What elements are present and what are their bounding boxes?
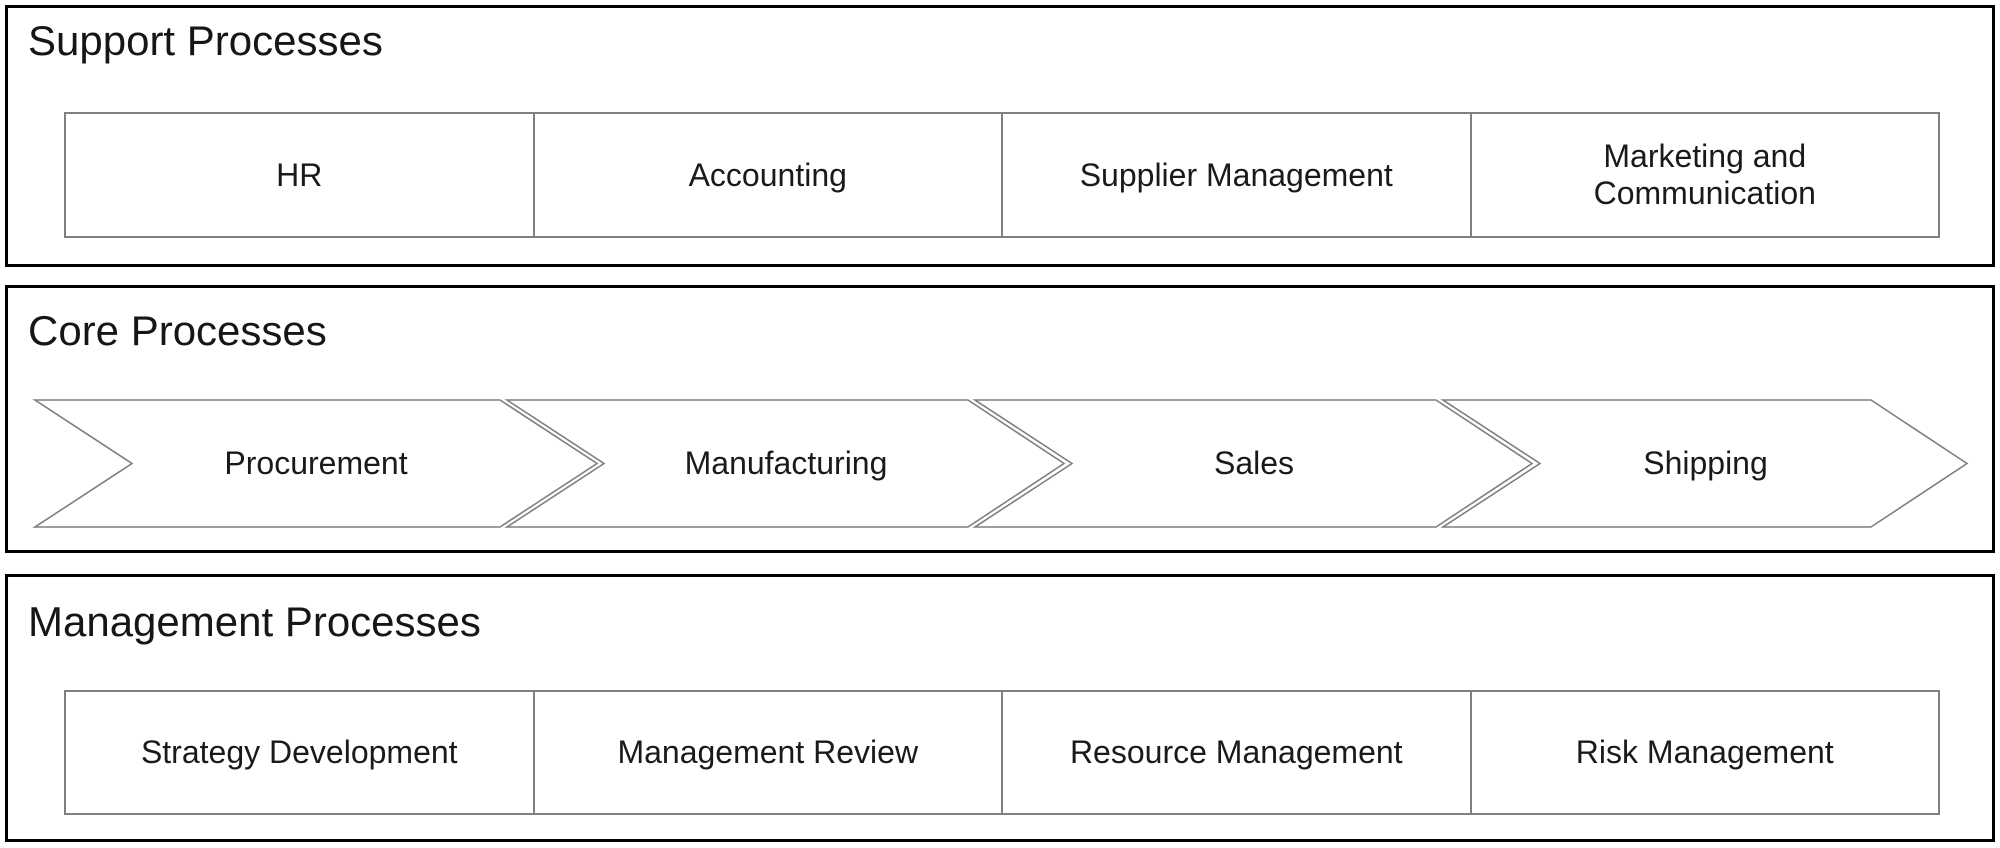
- core-step-procurement: Procurement: [224, 445, 408, 481]
- core-step-manufacturing: Manufacturing: [684, 445, 888, 481]
- management-box-label: Strategy Development: [140, 734, 458, 771]
- management-processes-title: Management Processes: [28, 598, 481, 645]
- management-processes-panel: Management Processes Strategy Developmen…: [5, 574, 1995, 842]
- management-box-label: Resource Management: [1069, 734, 1403, 771]
- support-process-row: HR Accounting Supplier Management Market…: [64, 112, 1940, 238]
- chevron-arrow-shape: [32, 399, 599, 528]
- core-step-sales: Sales: [1213, 445, 1295, 481]
- support-processes-panel: Support Processes HR Accounting Supplier…: [5, 5, 1995, 267]
- core-process-chevron-arrows: [32, 399, 1969, 528]
- management-box-resource-management: Resource Management: [1001, 692, 1470, 813]
- support-processes-title: Support Processes: [28, 17, 383, 64]
- chevron-arrow-shape: [504, 399, 1066, 528]
- management-box-label: Management Review: [617, 734, 919, 771]
- core-processes-panel: Core Processes Procurement Manufacturing…: [5, 285, 1995, 553]
- support-box-hr: HR: [66, 114, 533, 236]
- support-box-label: Marketing and Communication: [1593, 138, 1816, 211]
- support-box-accounting: Accounting: [532, 114, 1002, 236]
- chevron-arrow-shape: [972, 399, 1534, 528]
- support-box-marketing-communication: Marketing and Communication: [1469, 114, 1939, 236]
- support-box-supplier-management: Supplier Management: [1001, 114, 1470, 236]
- core-processes-title: Core Processes: [28, 307, 327, 354]
- support-box-label: Accounting: [688, 156, 847, 193]
- management-box-strategy-development: Strategy Development: [66, 692, 533, 813]
- management-box-management-review: Management Review: [532, 692, 1002, 813]
- core-step-shipping: Shipping: [1643, 445, 1768, 481]
- management-box-risk-management: Risk Management: [1469, 692, 1939, 813]
- management-process-row: Strategy Development Management Review R…: [64, 690, 1940, 815]
- chevron-arrow-shape: [1440, 399, 1969, 528]
- support-box-label: HR: [276, 156, 323, 193]
- management-box-label: Risk Management: [1575, 734, 1834, 771]
- support-box-label: Supplier Management: [1079, 156, 1393, 193]
